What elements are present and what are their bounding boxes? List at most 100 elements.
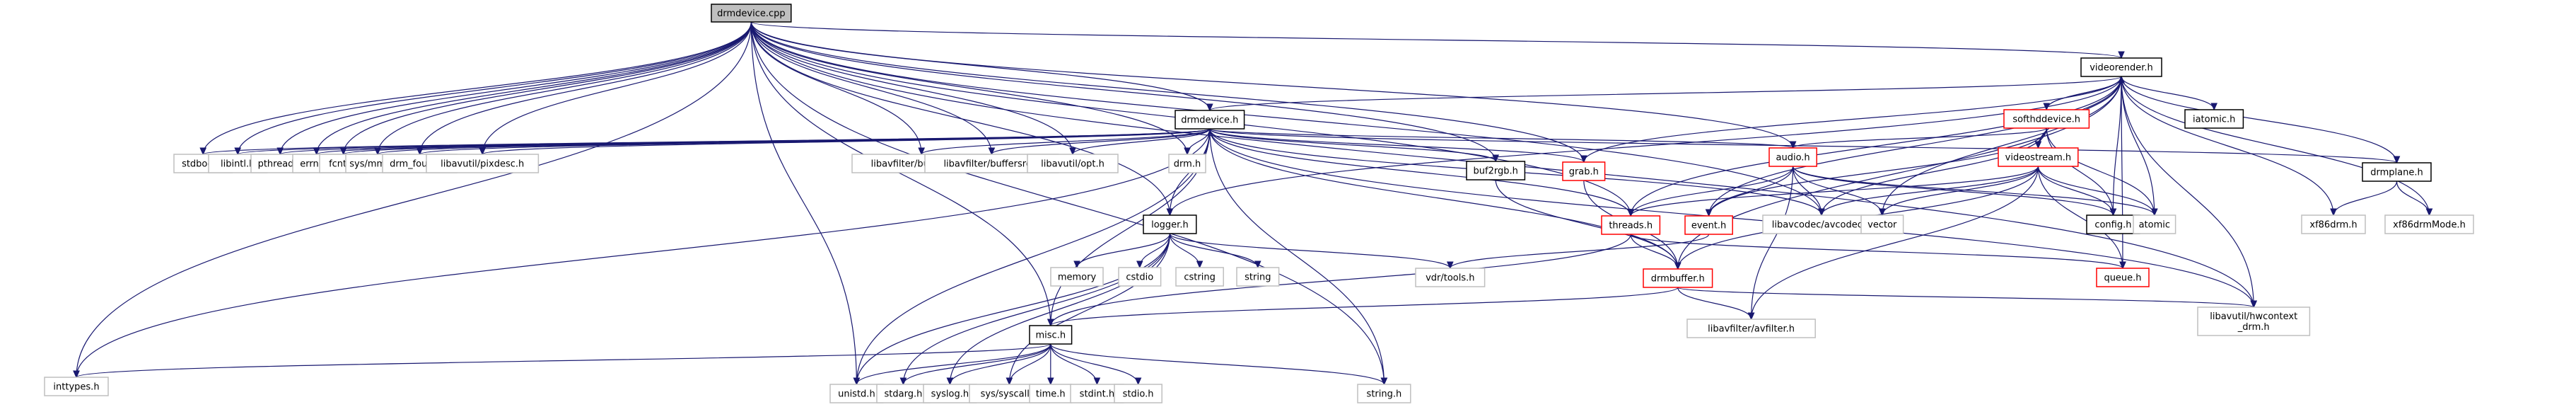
arrowhead-icon bbox=[2119, 261, 2126, 270]
edge-videorender_h-to-config_h bbox=[2112, 76, 2122, 216]
node-box bbox=[1050, 267, 1104, 287]
edge-drmbuffer_h-to-libavutil_hwcontext_drm_h bbox=[1677, 287, 2254, 308]
arrowhead-icon bbox=[2425, 208, 2433, 217]
edge-misc_h-to-unistd_h bbox=[856, 343, 1051, 385]
arrowhead-icon bbox=[1166, 208, 1174, 217]
edge-softhddevice_h-to-atomic bbox=[2046, 127, 2155, 216]
node-drmdevice-h[interactable]: drmdevice.h bbox=[1175, 110, 1245, 130]
arrowhead-icon bbox=[1747, 312, 1755, 321]
node-config-h[interactable]: config.h bbox=[2086, 214, 2140, 234]
node-videorender-h[interactable]: videorender.h bbox=[2080, 57, 2162, 77]
edge-threads_h-to-drmbuffer_h bbox=[1630, 234, 1679, 270]
node-logger-h[interactable]: logger.h bbox=[1143, 214, 1197, 234]
node-atomic: atomic bbox=[2133, 214, 2176, 234]
edge-videorender_h-to-drmdevice_h bbox=[1209, 76, 2122, 111]
arrowhead-icon bbox=[2118, 75, 2125, 84]
node-xf86drm-h: xf86drm.h bbox=[2301, 214, 2366, 234]
edge-drmdevice_cpp-to-inttypes_h bbox=[76, 21, 752, 378]
edge-threads_h-to-misc_h bbox=[1050, 234, 1631, 326]
node-label: softhddevice.h bbox=[2012, 115, 2080, 125]
edge-logger_h-to-vdr_tools_h bbox=[1169, 233, 1451, 269]
arrowhead-icon bbox=[853, 377, 861, 386]
edge-drmdevice_h-to-libavutil_pixdesc_h bbox=[482, 128, 1211, 155]
edge-drmdevice_h-to-libavutil_opt_h bbox=[1072, 128, 1211, 155]
node-label: syslog.h bbox=[931, 389, 969, 400]
node-label: cstdio bbox=[1126, 273, 1153, 283]
arrowhead-icon bbox=[1705, 209, 1713, 217]
node-libavfilter-avfilter-h: libavfilter/avfilter.h bbox=[1686, 319, 1816, 338]
edge-videorender_h-to-grab_h bbox=[1583, 76, 2122, 163]
edge-drmdevice_cpp-to-videorender_h bbox=[750, 21, 2122, 59]
edge-softhddevice_h-to-config_h bbox=[2046, 127, 2114, 216]
edge-drmdevice_h-to-libavfilter_buffersrc_h bbox=[991, 128, 1211, 155]
edge-drmdevice_cpp-to-errno_h bbox=[316, 21, 752, 155]
node-label: vector bbox=[1867, 220, 1897, 231]
edge-misc_h-to-stdarg_h bbox=[902, 343, 1051, 385]
node-videostream-h[interactable]: videostream.h bbox=[1998, 147, 2079, 167]
node-box bbox=[829, 384, 884, 403]
edge-audio_h-to-event_h bbox=[1708, 166, 1794, 217]
node-label: cstring bbox=[1184, 273, 1215, 283]
node-audio-h[interactable]: audio.h bbox=[1768, 147, 1817, 167]
node-label: grab.h bbox=[1569, 167, 1599, 178]
edge-drmdevice_cpp-to-drm_h bbox=[750, 21, 1188, 155]
node-layer: drmdevice.cpp videorender.h softhddevice.h… bbox=[44, 4, 2474, 403]
edge-drmdevice_cpp-to-libavutil_opt_h bbox=[750, 21, 1073, 155]
node-box bbox=[1168, 154, 1206, 173]
node-drmdevice-cpp[interactable]: drmdevice.cpp bbox=[711, 4, 792, 23]
node-misc-h[interactable]: misc.h bbox=[1029, 325, 1073, 345]
node-box bbox=[1998, 147, 2079, 167]
arrowhead-icon bbox=[374, 147, 381, 156]
node-drmplane-h[interactable]: drmplane.h bbox=[2362, 162, 2432, 182]
node-box bbox=[1860, 214, 1904, 234]
node-vdr-tools-h: vdr/tools.h bbox=[1415, 268, 1486, 287]
arrowhead-icon bbox=[313, 147, 320, 156]
node-label: libavfilter/avfilter.h bbox=[1708, 324, 1795, 335]
node-label: drm.h bbox=[1174, 159, 1201, 170]
node-box bbox=[2096, 268, 2150, 287]
edge-videostream_h-to-libavcodec_avcodec_h bbox=[1821, 166, 2039, 216]
node-string-h: string.h bbox=[1357, 384, 1411, 403]
node-box bbox=[1175, 110, 1245, 130]
node-label: libavutil/pixdesc.h bbox=[441, 159, 524, 170]
edge-videostream_h-to-queue_h bbox=[2037, 166, 2123, 269]
node-iatomic-h[interactable]: iatomic.h bbox=[2184, 109, 2244, 129]
arrowhead-icon bbox=[1093, 377, 1101, 386]
node-label: sys/syscall.h bbox=[981, 389, 1039, 400]
node-event-h[interactable]: event.h bbox=[1684, 215, 1733, 235]
node-grab-h[interactable]: grab.h bbox=[1562, 161, 1606, 181]
edge-drmdevice_h-to-inttypes_h bbox=[76, 128, 1211, 378]
arrowhead-icon bbox=[1206, 103, 1213, 112]
edge-videostream_h-to-atomic bbox=[2037, 166, 2155, 216]
node-label: event.h bbox=[1691, 221, 1726, 231]
edge-threads_h-to-queue_h bbox=[1630, 234, 2123, 269]
edge-misc_h-to-stdio_h bbox=[1050, 343, 1139, 385]
node-label: unistd.h bbox=[838, 389, 875, 400]
edge-misc_h-to-inttypes_h bbox=[76, 343, 1051, 378]
edge-drmdevice_cpp-to-sys_mman_h bbox=[377, 21, 752, 155]
edge-drmdevice_h-to-drm_fourcc_h bbox=[419, 128, 1211, 155]
node-label: atomic bbox=[2139, 220, 2170, 231]
node-box bbox=[2184, 109, 2244, 129]
edge-audio_h-to-atomic bbox=[1793, 166, 2155, 216]
arrowhead-icon bbox=[1254, 260, 1261, 269]
node-threads-h[interactable]: threads.h bbox=[1601, 215, 1661, 235]
edge-layer bbox=[73, 21, 2433, 386]
node-box bbox=[1175, 267, 1224, 287]
node-softhddevice-h[interactable]: softhddevice.h bbox=[2003, 109, 2090, 129]
node-label: libavfilter/buffersrc.h bbox=[943, 159, 1039, 170]
edge-videostream_h-to-config_h bbox=[2037, 166, 2114, 216]
node-box bbox=[1143, 214, 1197, 234]
edge-drmdevice_cpp-to-fcntl_h bbox=[343, 21, 752, 155]
edge-softhddevice_h-to-audio_h bbox=[1793, 127, 2047, 149]
node-label: xf86drmMode.h bbox=[2393, 220, 2466, 231]
node-buf2rgb-h[interactable]: buf2rgb.h bbox=[1466, 161, 1526, 180]
node-label: string bbox=[1245, 273, 1271, 283]
node-label: drmplane.h bbox=[2370, 168, 2423, 178]
node-queue-h[interactable]: queue.h bbox=[2096, 268, 2150, 287]
edge-event_h-to-vdr_tools_h bbox=[1450, 234, 1710, 269]
node-drmbuffer-h[interactable]: drmbuffer.h bbox=[1643, 268, 1713, 288]
node-label: xf86drm.h bbox=[2309, 220, 2357, 231]
edge-videorender_h-to-threads_h bbox=[1630, 76, 2122, 217]
node-label: threads.h bbox=[1609, 221, 1653, 231]
